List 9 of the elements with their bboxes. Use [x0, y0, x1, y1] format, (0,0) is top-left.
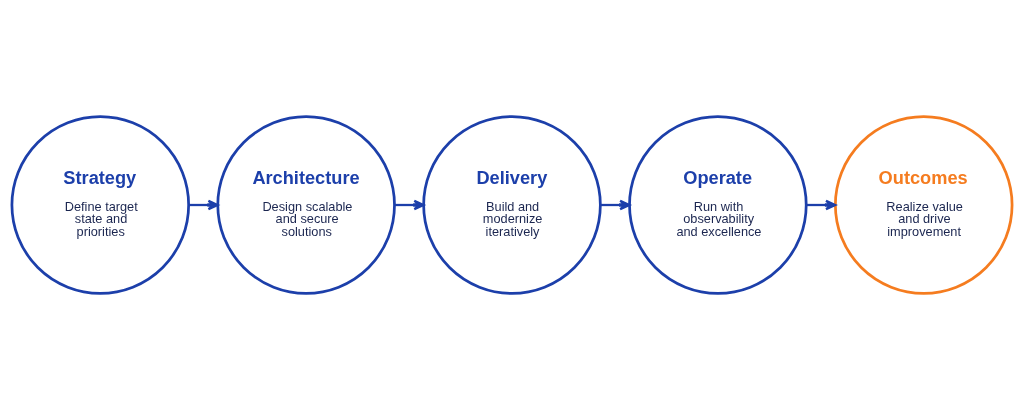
arrow [600, 199, 631, 210]
arrow [806, 199, 837, 210]
node-circle: Operate Run with observability and excellence [628, 114, 808, 295]
node-circle: Delivery Build and modernize iteratively [422, 114, 602, 295]
node-circle: Strategy Define target state and priorities [10, 114, 190, 295]
node-circle: Outcomes Realize value and drive improvement [834, 114, 1014, 295]
arrow [394, 199, 425, 210]
arrow [188, 199, 219, 210]
node-circle: Architecture Design scalable and secure solutions [216, 114, 396, 295]
